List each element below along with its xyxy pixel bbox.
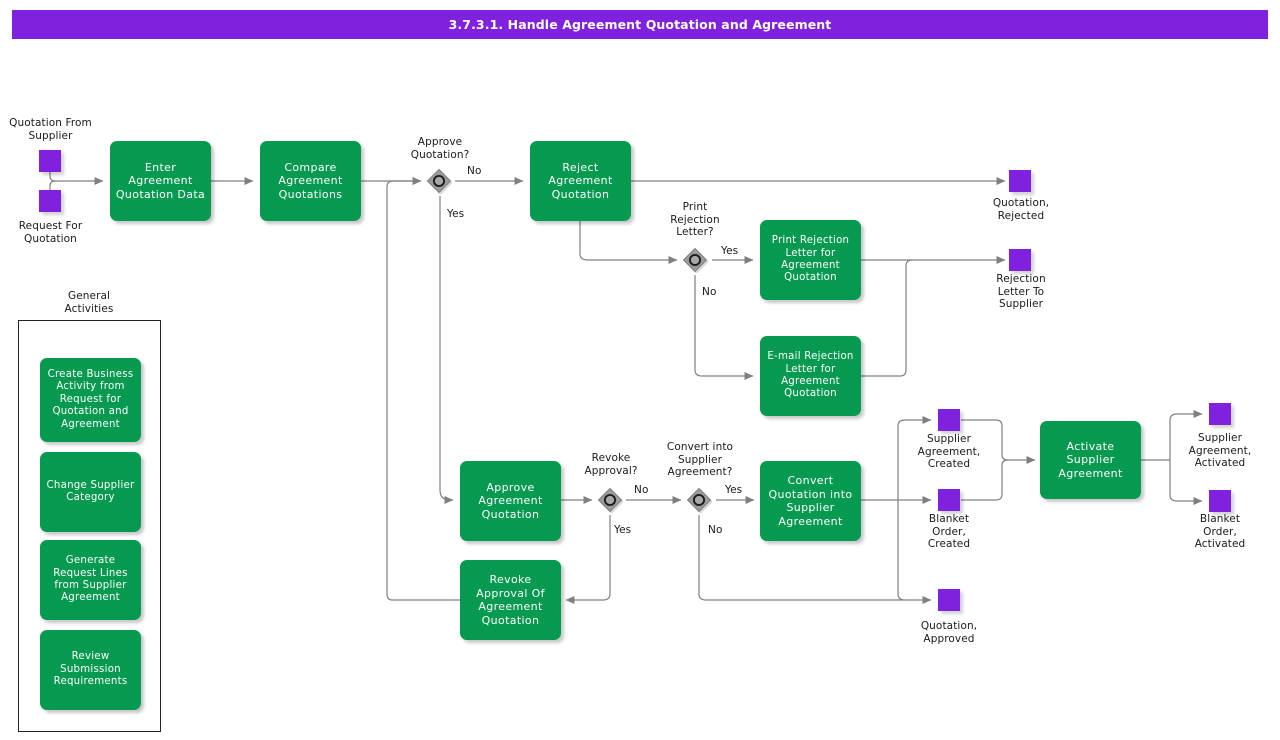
task-label: Convert Quotation into Supplier Agreemen…	[768, 474, 853, 528]
general-activity-change-supplier-category[interactable]: Change Supplier Category	[40, 452, 141, 532]
task-reject-agreement-quotation[interactable]: Reject Agreement Quotation	[530, 141, 631, 221]
gateway-label-convert-into-supplier-agreement: Convert into Supplier Agreement?	[666, 441, 734, 479]
flow-label-print-yes: Yes	[721, 245, 739, 257]
task-revoke-approval-of-agreement-quotation[interactable]: Revoke Approval Of Agreement Quotation	[460, 560, 561, 640]
label-quotation-from-supplier: Quotation From Supplier	[9, 117, 92, 142]
data-object-supplier-agreement-created[interactable]	[938, 409, 960, 431]
data-object-quotation-rejected[interactable]	[1009, 170, 1031, 192]
gateway-label-print-rejection-letter: Print Rejection Letter?	[670, 201, 720, 239]
task-label: Enter Agreement Quotation Data	[115, 160, 206, 201]
gateway-print-rejection-letter[interactable]	[682, 247, 709, 274]
data-object-blanket-order-created[interactable]	[938, 489, 960, 511]
task-activate-supplier-agreement[interactable]: Activate Supplier Agreement	[1040, 421, 1141, 499]
task-label: Reject Agreement Quotation	[548, 160, 613, 201]
label-supplier-agreement-created: Supplier Agreement, Created	[917, 433, 981, 471]
flow-label-approve-yes: Yes	[447, 208, 465, 220]
task-email-rejection-letter-for-agreement-quotation[interactable]: E-mail Rejection Letter for Agreement Qu…	[760, 336, 861, 416]
data-object-rejection-letter-to-supplier[interactable]	[1009, 249, 1031, 271]
flow-label-convert-yes: Yes	[725, 484, 743, 496]
gateway-label-approve-quotation: Approve Quotation?	[410, 136, 470, 161]
label-quotation-rejected: Quotation, Rejected	[992, 197, 1050, 222]
task-approve-agreement-quotation[interactable]: Approve Agreement Quotation	[460, 461, 561, 541]
gateway-label-revoke-approval: Revoke Approval?	[584, 452, 638, 477]
label-rejection-letter-to-supplier: Rejection Letter To Supplier	[996, 273, 1046, 311]
gateway-revoke-approval[interactable]	[597, 487, 624, 514]
data-object-quotation-approved[interactable]	[938, 589, 960, 611]
task-label: Create Business Activity from Request fo…	[47, 368, 134, 430]
task-label: Activate Supplier Agreement	[1058, 439, 1123, 480]
label-request-for-quotation: Request For Quotation	[18, 220, 83, 245]
task-label: Print Rejection Letter for Agreement Quo…	[771, 235, 850, 284]
label-blanket-order-created: Blanket Order, Created	[927, 513, 971, 551]
task-label: Revoke Approval Of Agreement Quotation	[476, 573, 545, 627]
gateway-convert-into-supplier-agreement[interactable]	[686, 487, 713, 514]
data-object-blanket-order-activated[interactable]	[1209, 490, 1231, 512]
data-object-quotation-from-supplier[interactable]	[39, 150, 61, 172]
gateway-approve-quotation[interactable]	[426, 168, 453, 195]
task-label: Generate Request Lines from Supplier Agr…	[53, 555, 128, 604]
flow-label-convert-no: No	[708, 524, 723, 536]
task-label: Review Submission Requirements	[53, 651, 128, 688]
page-title: 3.7.3.1. Handle Agreement Quotation and …	[12, 10, 1268, 39]
flow-label-revoke-yes: Yes	[614, 524, 632, 536]
task-print-rejection-letter-for-agreement-quotation[interactable]: Print Rejection Letter for Agreement Quo…	[760, 220, 861, 300]
task-enter-agreement-quotation-data[interactable]: Enter Agreement Quotation Data	[110, 141, 211, 221]
task-label: Approve Agreement Quotation	[478, 480, 543, 521]
task-convert-quotation-into-supplier-agreement[interactable]: Convert Quotation into Supplier Agreemen…	[760, 461, 861, 541]
general-activity-review-submission-requirements[interactable]: Review Submission Requirements	[40, 630, 141, 710]
flow-label-print-no: No	[702, 286, 717, 298]
flow-label-approve-no: No	[467, 165, 482, 177]
data-object-supplier-agreement-activated[interactable]	[1209, 403, 1231, 425]
flow-label-revoke-no: No	[634, 484, 649, 496]
label-blanket-order-activated: Blanket Order, Activated	[1194, 513, 1246, 551]
label-quotation-approved: Quotation, Approved	[920, 620, 978, 645]
task-compare-agreement-quotations[interactable]: Compare Agreement Quotations	[260, 141, 361, 221]
general-activities-title: General Activities	[64, 290, 114, 315]
general-activity-create-business-activity[interactable]: Create Business Activity from Request fo…	[40, 358, 141, 442]
task-label: E-mail Rejection Letter for Agreement Qu…	[767, 351, 854, 400]
data-object-request-for-quotation[interactable]	[39, 190, 61, 212]
task-label: Compare Agreement Quotations	[278, 160, 343, 201]
general-activity-generate-request-lines[interactable]: Generate Request Lines from Supplier Agr…	[40, 540, 141, 620]
label-supplier-agreement-activated: Supplier Agreement, Activated	[1188, 432, 1252, 470]
task-label: Change Supplier Category	[46, 479, 135, 503]
